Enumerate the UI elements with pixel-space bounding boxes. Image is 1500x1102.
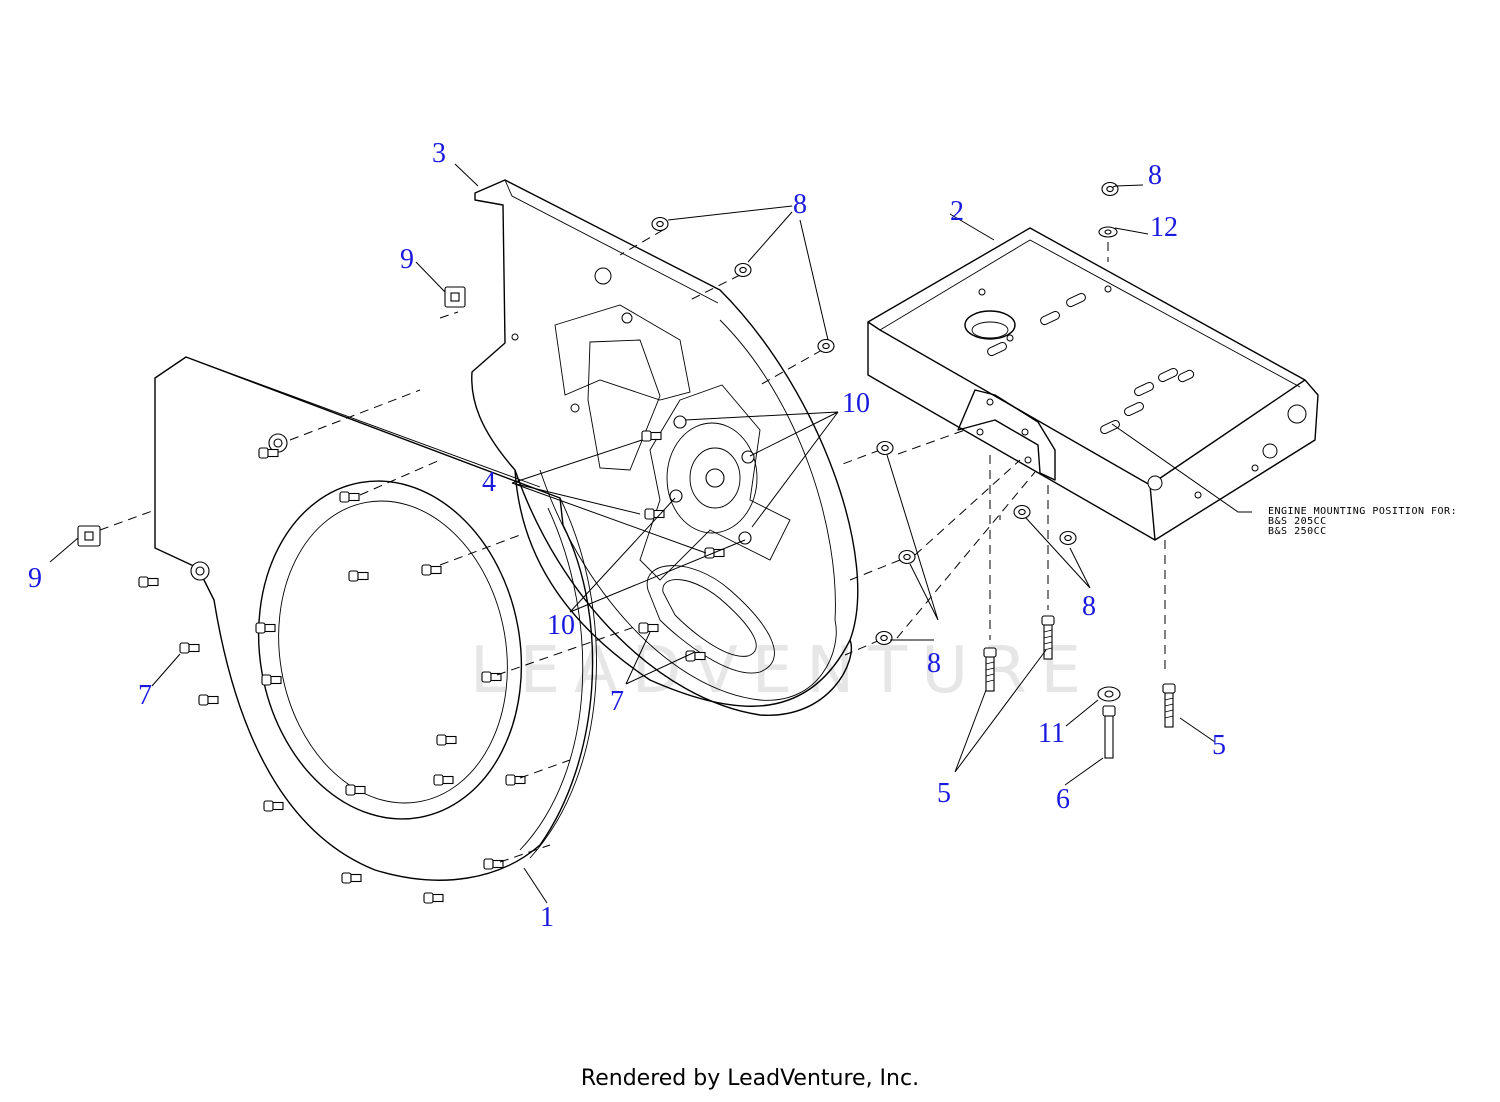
callout-4: 4 xyxy=(482,467,496,498)
callout-7-left: 7 xyxy=(138,680,152,711)
watermark: LEADVENTURE xyxy=(470,634,1095,708)
callout-8-mount: 8 xyxy=(1148,160,1162,191)
note-line-1: ENGINE MOUNTING POSITION FOR: xyxy=(1268,506,1457,517)
callout-10-bottom: 10 xyxy=(547,610,575,641)
callout-3: 3 xyxy=(432,138,446,169)
footer-credit: Rendered by LeadVenture, Inc. xyxy=(580,1066,920,1091)
note-line-3: B&S 250CC xyxy=(1268,526,1327,537)
callout-9-left: 9 xyxy=(28,563,42,594)
engine-mount-hidden-lines xyxy=(896,242,1166,675)
callout-5-left: 5 xyxy=(937,778,951,809)
callout-12: 12 xyxy=(1150,212,1178,243)
housing-hidden-lines xyxy=(99,389,641,863)
callout-1: 1 xyxy=(540,902,554,933)
engine-mount xyxy=(867,227,1319,541)
leader-lines xyxy=(49,163,1252,904)
callout-9-top: 9 xyxy=(400,244,414,275)
engine-mount-hardware xyxy=(77,181,1176,759)
callout-5-right: 5 xyxy=(1212,730,1226,761)
note-line-2: B&S 205CC xyxy=(1268,516,1327,527)
back-plate-hardware xyxy=(638,415,755,662)
callout-10-top: 10 xyxy=(842,388,870,419)
callout-7-center: 7 xyxy=(610,686,624,717)
back-plate-hidden-lines xyxy=(439,229,901,656)
callout-2: 2 xyxy=(950,196,964,227)
callout-6: 6 xyxy=(1056,784,1070,815)
callout-11: 11 xyxy=(1038,718,1065,749)
callout-8-top: 8 xyxy=(793,189,807,220)
front-housing xyxy=(154,356,597,881)
back-plate xyxy=(471,179,859,716)
callout-8-bracket: 8 xyxy=(1082,591,1096,622)
callout-8-plate: 8 xyxy=(927,648,941,679)
engine-mounting-note: ENGINE MOUNTING POSITION FOR: B&S 205CC … xyxy=(1268,506,1457,537)
callout-numbers: 3 2 8 8 12 9 9 10 4 10 7 7 8 8 5 5 11 6 … xyxy=(28,138,1226,933)
